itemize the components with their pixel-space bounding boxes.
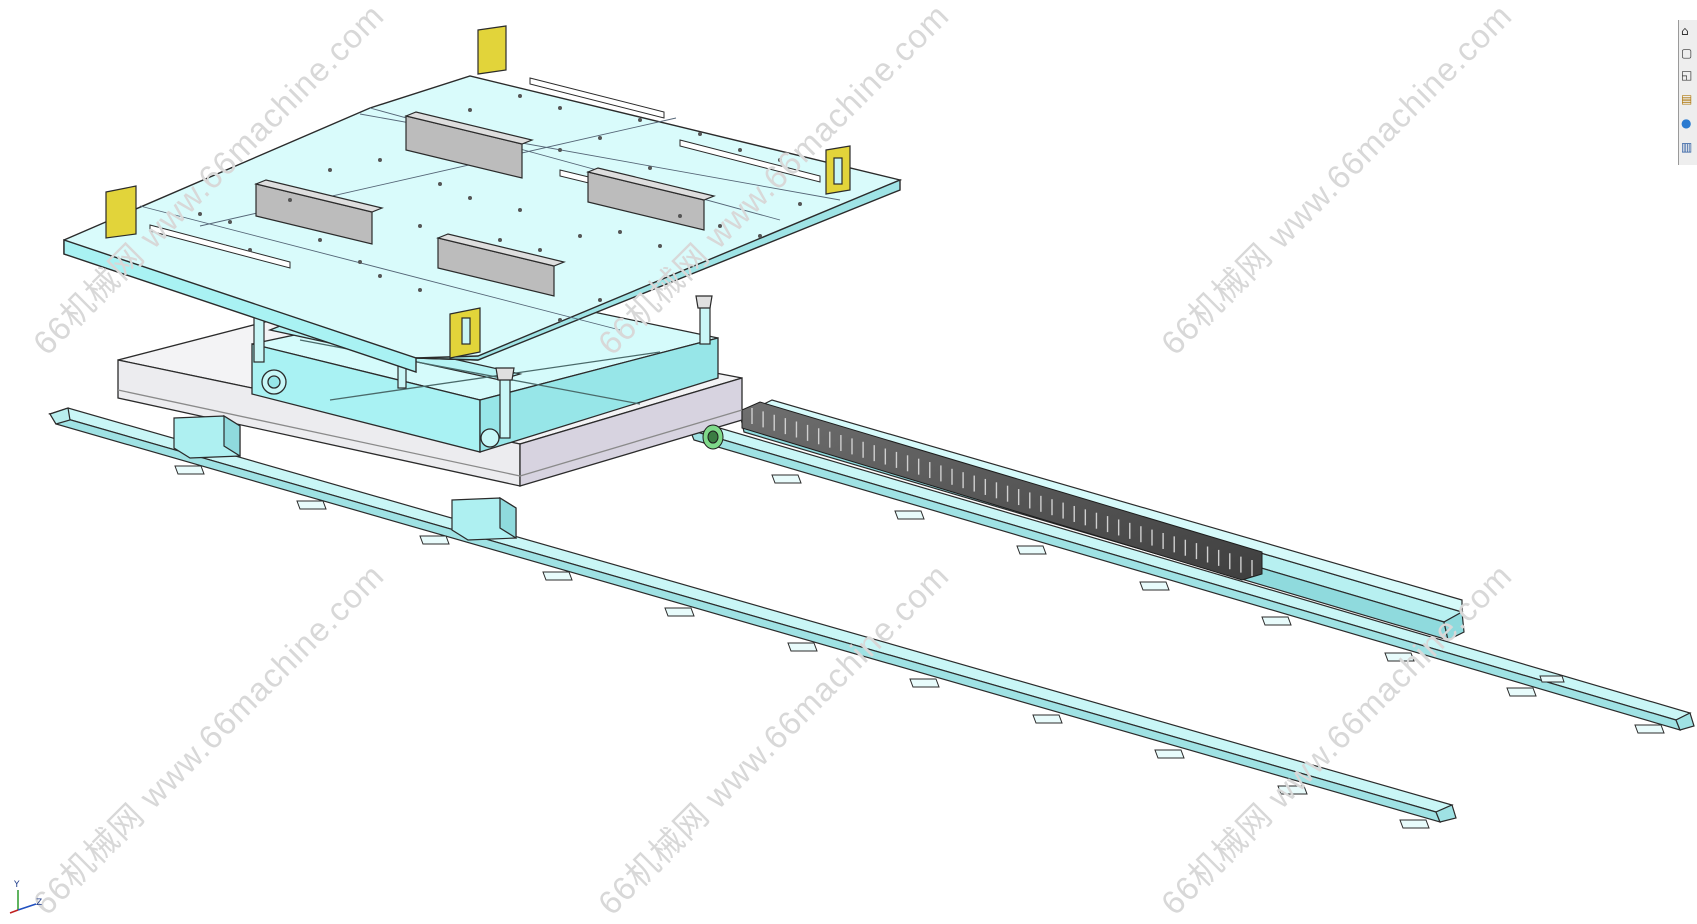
view-triad: Y Z	[6, 880, 46, 914]
plate-hole	[318, 238, 322, 242]
plate-hole	[798, 202, 802, 206]
part-icon[interactable]: ◱	[1681, 68, 1693, 82]
appearance-icon[interactable]: ●	[1681, 116, 1692, 130]
plate-hole	[678, 214, 682, 218]
cart-feet[interactable]	[173, 414, 517, 541]
drag-chain[interactable]	[741, 401, 1263, 581]
plate-hole	[598, 298, 602, 302]
plate-hole	[658, 244, 662, 248]
top-plate[interactable]	[63, 75, 903, 373]
plate-hole	[418, 224, 422, 228]
folder-icon[interactable]: ▤	[1681, 92, 1693, 106]
plate-hole	[468, 196, 472, 200]
plate-hole	[358, 260, 362, 264]
plate-hole	[718, 224, 722, 228]
plate-hole	[288, 198, 292, 202]
plate-hole	[778, 158, 782, 162]
plate-hole	[618, 230, 622, 234]
triad-y-label: Y	[14, 880, 20, 890]
plate-hole	[738, 148, 742, 152]
plate-hole	[198, 212, 202, 216]
plate-hole	[698, 132, 702, 136]
axis-triad-icon	[9, 890, 37, 914]
plate-hole	[558, 148, 562, 152]
wheel-assembly	[702, 424, 724, 450]
plate-holes	[198, 94, 802, 322]
plate-hole	[578, 234, 582, 238]
plate-hole	[518, 208, 522, 212]
plate-hole	[248, 248, 252, 252]
view-toolbar: ⌂ ▢ ◱ ▤ ● ▥	[1678, 20, 1697, 165]
plate-hole	[228, 220, 232, 224]
plate-hole	[498, 238, 502, 242]
rear-rail[interactable]	[688, 423, 1695, 731]
plate-hole	[378, 158, 382, 162]
rear-rail-tabs	[771, 474, 1665, 734]
plate-hole	[468, 108, 472, 112]
front-rail[interactable]	[47, 407, 1457, 823]
plate-hole	[758, 234, 762, 238]
yellow-stops[interactable]	[105, 25, 851, 359]
plate-hole	[598, 136, 602, 140]
properties-icon[interactable]: ▥	[1681, 140, 1693, 154]
v-blocks[interactable]	[254, 111, 716, 297]
front-rail-tabs	[174, 465, 1430, 829]
triad-z-label: Z	[36, 898, 43, 908]
home-view-icon[interactable]: ⌂	[1681, 24, 1689, 38]
plate-hole	[648, 166, 652, 170]
plate-hole	[418, 288, 422, 292]
plate-hole	[558, 318, 562, 322]
plate-hole	[378, 274, 382, 278]
plate-hole	[328, 168, 332, 172]
plate-hole	[558, 106, 562, 110]
plate-hole	[518, 94, 522, 98]
plate-hole	[538, 248, 542, 252]
plate-hole	[638, 118, 642, 122]
cube-view-icon[interactable]: ▢	[1681, 46, 1693, 60]
plate-hole	[438, 182, 442, 186]
